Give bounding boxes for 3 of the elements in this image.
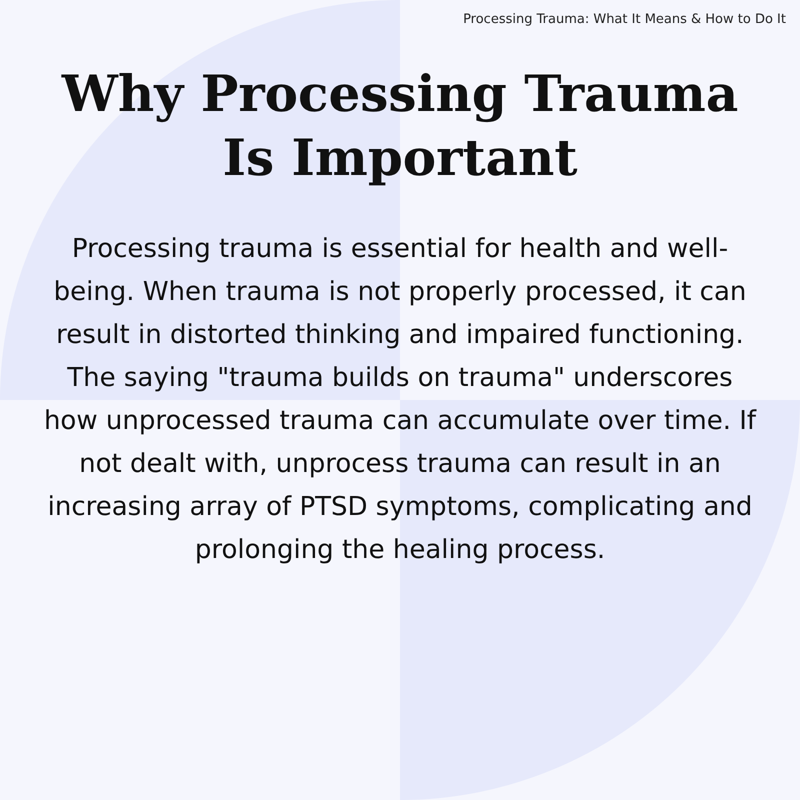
body-paragraph: Processing trauma is essential for health and well-being. When trauma is not properly processed, it can result in distorted thinking and impaired functioning. The saying "trauma builds on trauma" underscores how unprocessed trauma can accumulate over time. If not dealt with, unprocess trauma can result in an increasing array of PTSD symptoms, complicating and prolonging the healing process. <box>42 233 758 567</box>
header-text: Processing Trauma: What It Means & How to Do It <box>463 12 786 27</box>
title: Why Processing Trauma Is Important <box>60 63 740 189</box>
